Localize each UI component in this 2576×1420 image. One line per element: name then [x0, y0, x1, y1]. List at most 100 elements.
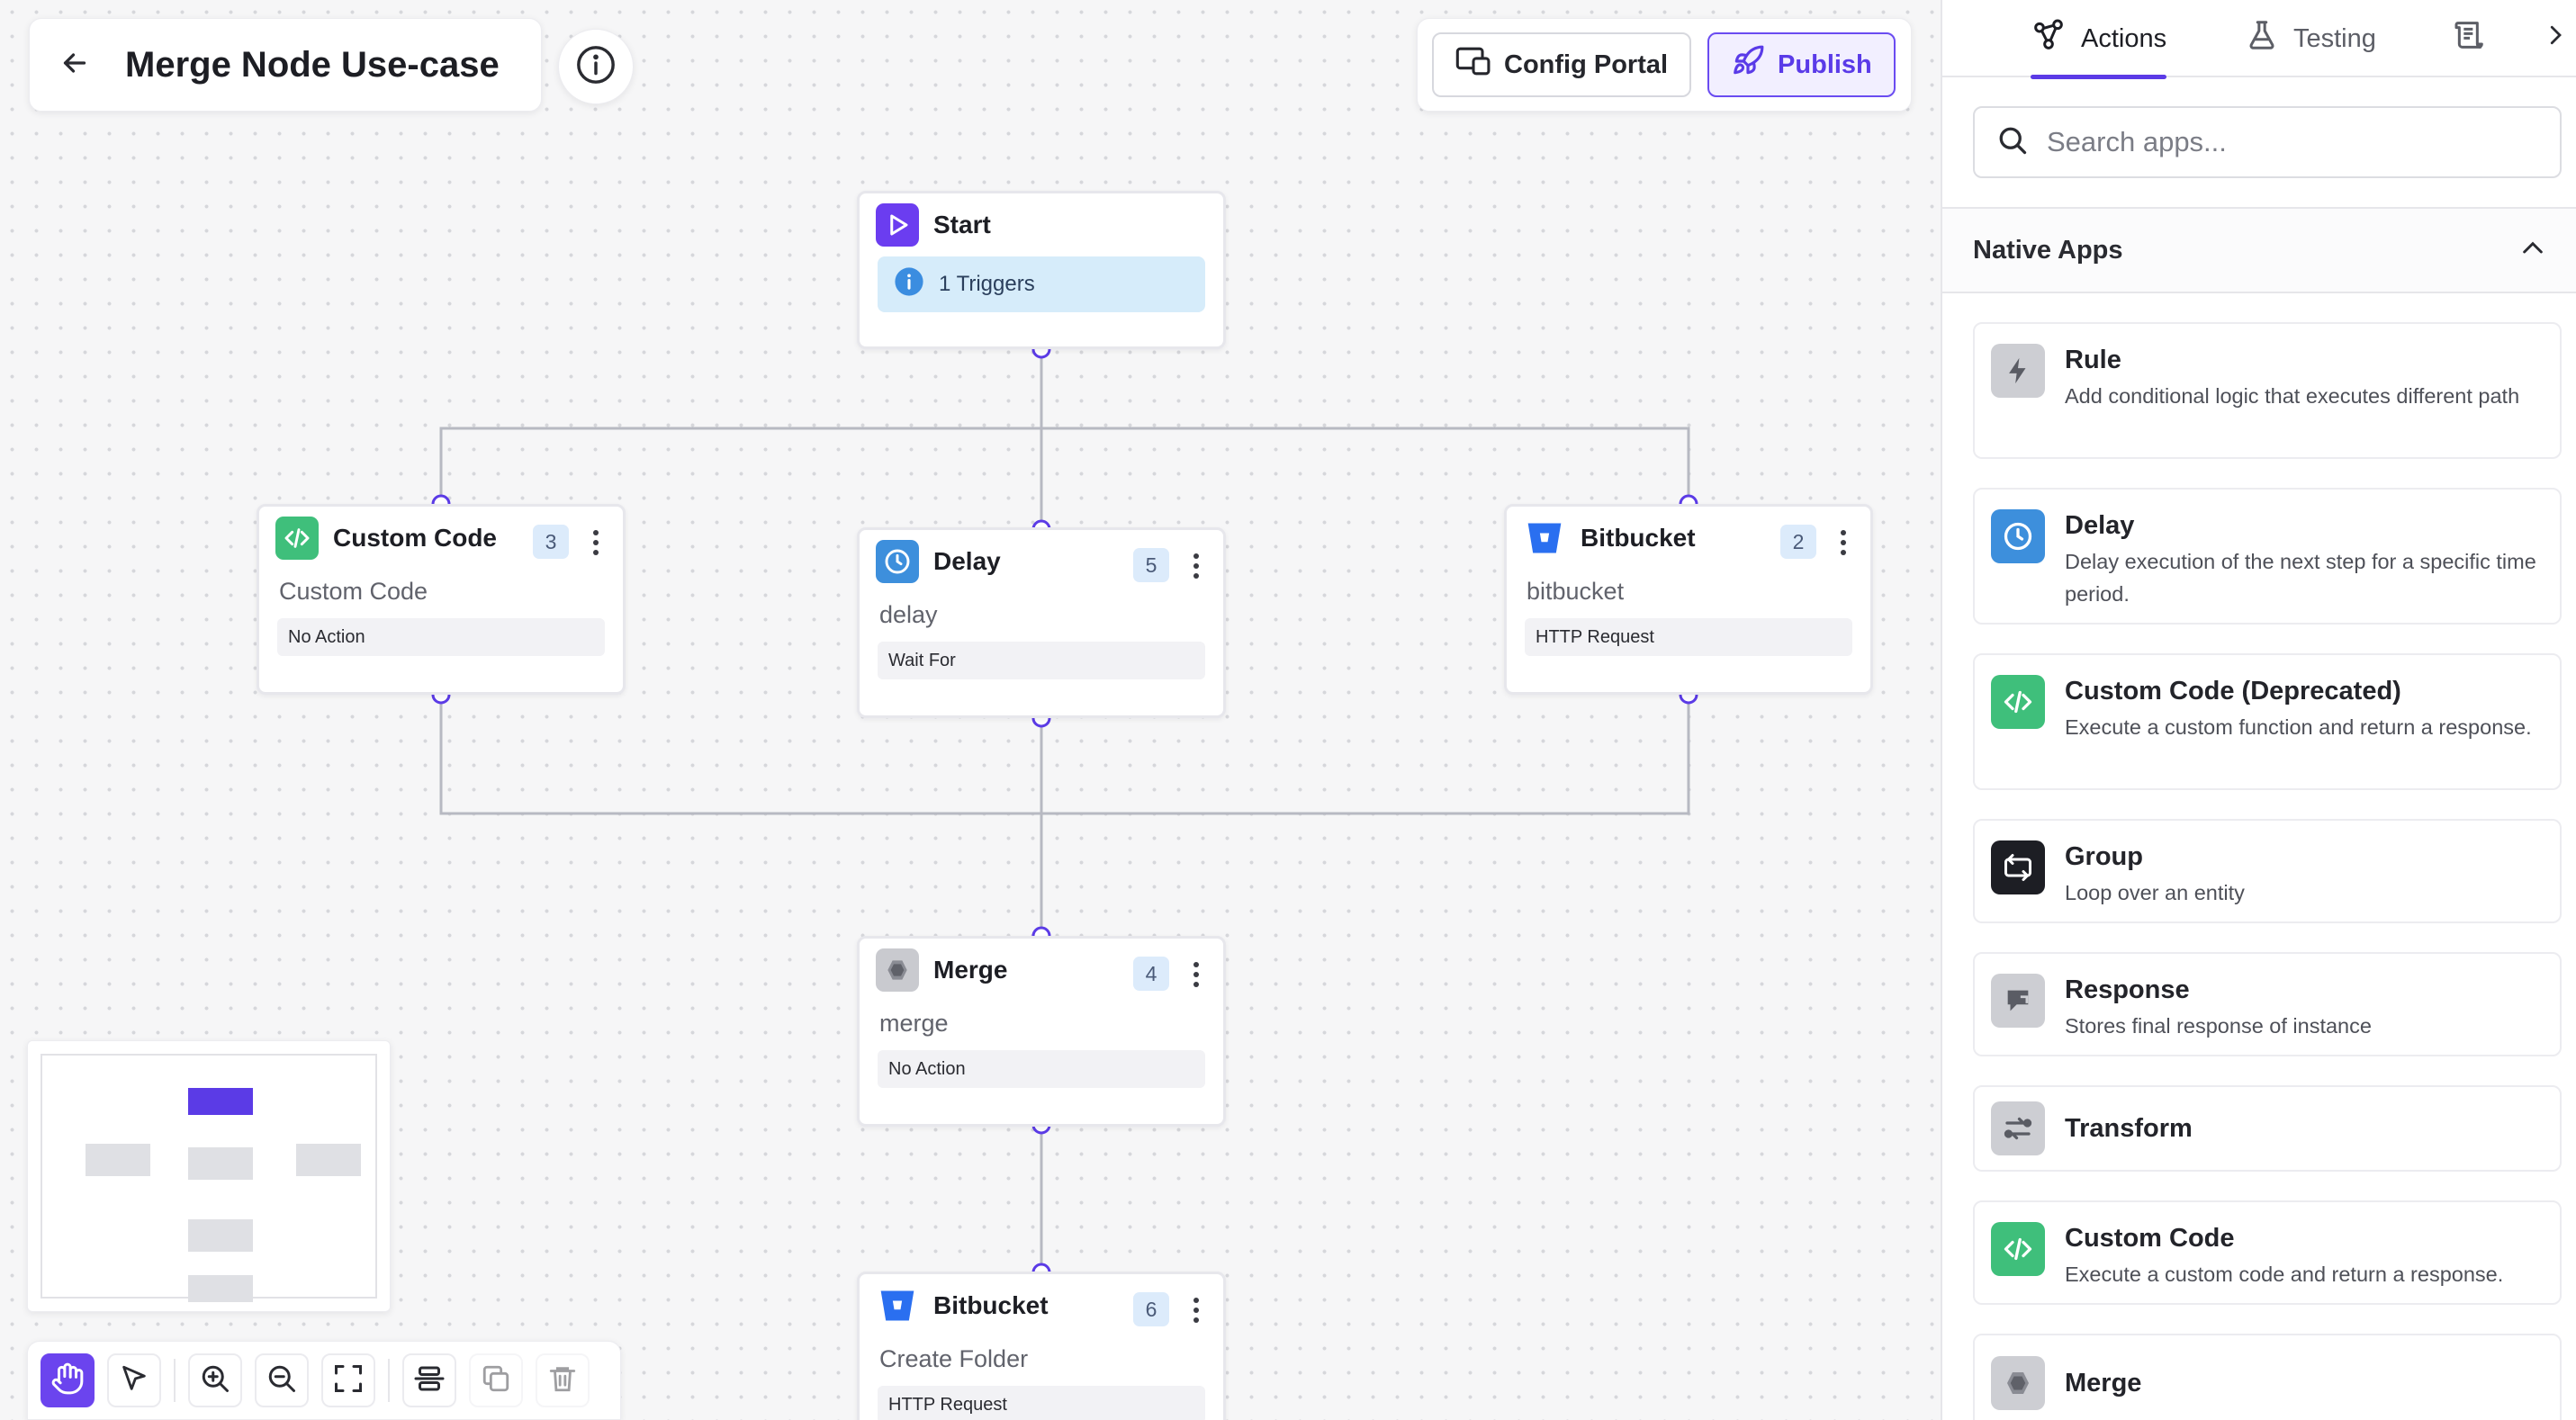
- delay-node[interactable]: Delay 5 delay Wait For: [857, 527, 1226, 718]
- section-title: Native Apps: [1973, 235, 2123, 265]
- scroll-icon: [2452, 17, 2488, 60]
- node-action-pill: HTTP Request: [878, 1386, 1205, 1420]
- minimap-node: [188, 1275, 253, 1302]
- tab-testing[interactable]: Testing: [2245, 0, 2376, 77]
- tabs-scroll-right[interactable]: [2542, 0, 2569, 77]
- merge-node[interactable]: Merge 4 merge No Action: [857, 936, 1226, 1127]
- zoom-in-icon: [199, 1362, 231, 1399]
- page-title: Merge Node Use-case: [125, 44, 500, 85]
- toolbar-divider: [388, 1359, 390, 1402]
- hand-tool-button[interactable]: [41, 1353, 95, 1407]
- align-icon: [413, 1362, 446, 1399]
- node-action-pill: HTTP Request: [1525, 618, 1852, 656]
- app-card-merge[interactable]: Merge: [1973, 1334, 2562, 1420]
- arrow-left-icon: [59, 47, 91, 84]
- node-step-badge: 3: [533, 525, 569, 559]
- app-name: Group: [2065, 842, 2143, 871]
- app-description: Delay execution of the next step for a s…: [2065, 550, 2536, 606]
- pointer-icon: [119, 1363, 149, 1398]
- loop-icon: [1991, 840, 2045, 894]
- app-card-delay[interactable]: Delay Delay execution of the next step f…: [1973, 488, 2562, 625]
- config-portal-button[interactable]: Config Portal: [1432, 32, 1692, 97]
- node-title: Bitbucket: [933, 1291, 1049, 1319]
- code-icon: [1991, 675, 2045, 729]
- node-menu-button[interactable]: [585, 525, 607, 561]
- select-tool-button[interactable]: [107, 1353, 161, 1407]
- publish-button[interactable]: Publish: [1707, 32, 1896, 97]
- copy-icon: [481, 1363, 511, 1398]
- node-subtitle: Custom Code: [279, 577, 428, 605]
- app-card-response[interactable]: Response Stores final response of instan…: [1973, 952, 2562, 1056]
- node-step-badge: 2: [1780, 525, 1816, 559]
- clock-icon: [876, 540, 919, 583]
- toolbar-divider: [174, 1359, 176, 1402]
- minimap[interactable]: [27, 1040, 391, 1312]
- info-button[interactable]: [558, 29, 634, 104]
- auto-align-button[interactable]: [402, 1353, 456, 1407]
- play-icon: [876, 203, 919, 247]
- bitbucket-create-folder-node[interactable]: Bitbucket 6 Create Folder HTTP Request: [857, 1272, 1226, 1420]
- search-input[interactable]: [2047, 126, 2538, 158]
- title-bar: Merge Node Use-case: [29, 18, 542, 112]
- node-menu-button[interactable]: [1185, 1292, 1207, 1328]
- start-node-title: Start: [933, 211, 991, 238]
- info-filled-icon: [894, 266, 924, 303]
- app-card-transform[interactable]: Transform: [1973, 1085, 2562, 1172]
- custom-code-node[interactable]: Custom Code 3 Custom Code No Action: [257, 504, 626, 695]
- app-description: Add conditional logic that executes diff…: [2065, 384, 2520, 408]
- app-name: Response: [2065, 975, 2190, 1004]
- search-box[interactable]: [1973, 106, 2562, 178]
- node-menu-button[interactable]: [1185, 957, 1207, 993]
- node-title: Delay: [933, 547, 1001, 575]
- copy-button[interactable]: [469, 1353, 523, 1407]
- app-card-group[interactable]: Group Loop over an entity: [1973, 819, 2562, 923]
- node-title: Custom Code: [333, 524, 497, 552]
- node-action-pill: Wait For: [878, 642, 1205, 679]
- node-subtitle: delay: [879, 600, 938, 628]
- app-card-custom-code-deprecated[interactable]: Custom Code (Deprecated) Execute a custo…: [1973, 653, 2562, 790]
- app-description: Loop over an entity: [2065, 881, 2245, 904]
- node-menu-button[interactable]: [1185, 548, 1207, 584]
- app-description: Stores final response of instance: [2065, 1014, 2372, 1038]
- app-card-rule[interactable]: Rule Add conditional logic that executes…: [1973, 322, 2562, 459]
- minimap-node: [86, 1144, 150, 1176]
- tab-actions[interactable]: Actions: [2031, 0, 2167, 79]
- node-menu-button[interactable]: [1833, 525, 1854, 561]
- minimap-node: [188, 1147, 253, 1180]
- minimap-node: [296, 1144, 361, 1176]
- app-name: Rule: [2065, 346, 2121, 374]
- code-icon: [275, 517, 319, 560]
- workflow-canvas[interactable]: Merge Node Use-case Config Portal Publis…: [0, 0, 1941, 1420]
- merge-icon: [876, 948, 919, 992]
- delete-button[interactable]: [536, 1353, 590, 1407]
- app-name: Transform: [2065, 1114, 2193, 1143]
- app-name: Custom Code: [2065, 1224, 2235, 1253]
- node-step-badge: 5: [1133, 548, 1169, 582]
- node-subtitle: Create Folder: [879, 1344, 1029, 1372]
- fit-view-button[interactable]: [321, 1353, 375, 1407]
- minimap-node: [188, 1219, 253, 1252]
- app-name: Custom Code (Deprecated): [2065, 677, 2401, 706]
- back-button[interactable]: [46, 36, 104, 94]
- triggers-label: 1 Triggers: [939, 272, 1035, 296]
- canvas-toolbar: [27, 1341, 621, 1420]
- triggers-indicator[interactable]: 1 Triggers: [878, 256, 1205, 312]
- minimap-node: [188, 1088, 253, 1115]
- chevron-up-icon: [2518, 234, 2547, 267]
- tab-logs[interactable]: [2452, 0, 2488, 77]
- bitbucket-node[interactable]: Bitbucket 2 bitbucket HTTP Request: [1504, 504, 1873, 695]
- publish-label: Publish: [1778, 49, 1872, 79]
- app-name: Merge: [2065, 1369, 2142, 1398]
- native-apps-section-header[interactable]: Native Apps: [1942, 207, 2576, 293]
- zoom-out-icon: [266, 1362, 298, 1399]
- response-icon: [1991, 974, 2045, 1028]
- merge-icon: [1991, 1356, 2045, 1410]
- fit-view-icon: [332, 1362, 365, 1399]
- zoom-out-button[interactable]: [255, 1353, 309, 1407]
- app-card-custom-code[interactable]: Custom Code Execute a custom code and re…: [1973, 1200, 2562, 1305]
- start-node[interactable]: Start 1 Triggers: [857, 191, 1226, 349]
- info-icon: [575, 44, 617, 90]
- code-icon: [1991, 1222, 2045, 1276]
- app-description: Execute a custom code and return a respo…: [2065, 1263, 2504, 1286]
- zoom-in-button[interactable]: [188, 1353, 242, 1407]
